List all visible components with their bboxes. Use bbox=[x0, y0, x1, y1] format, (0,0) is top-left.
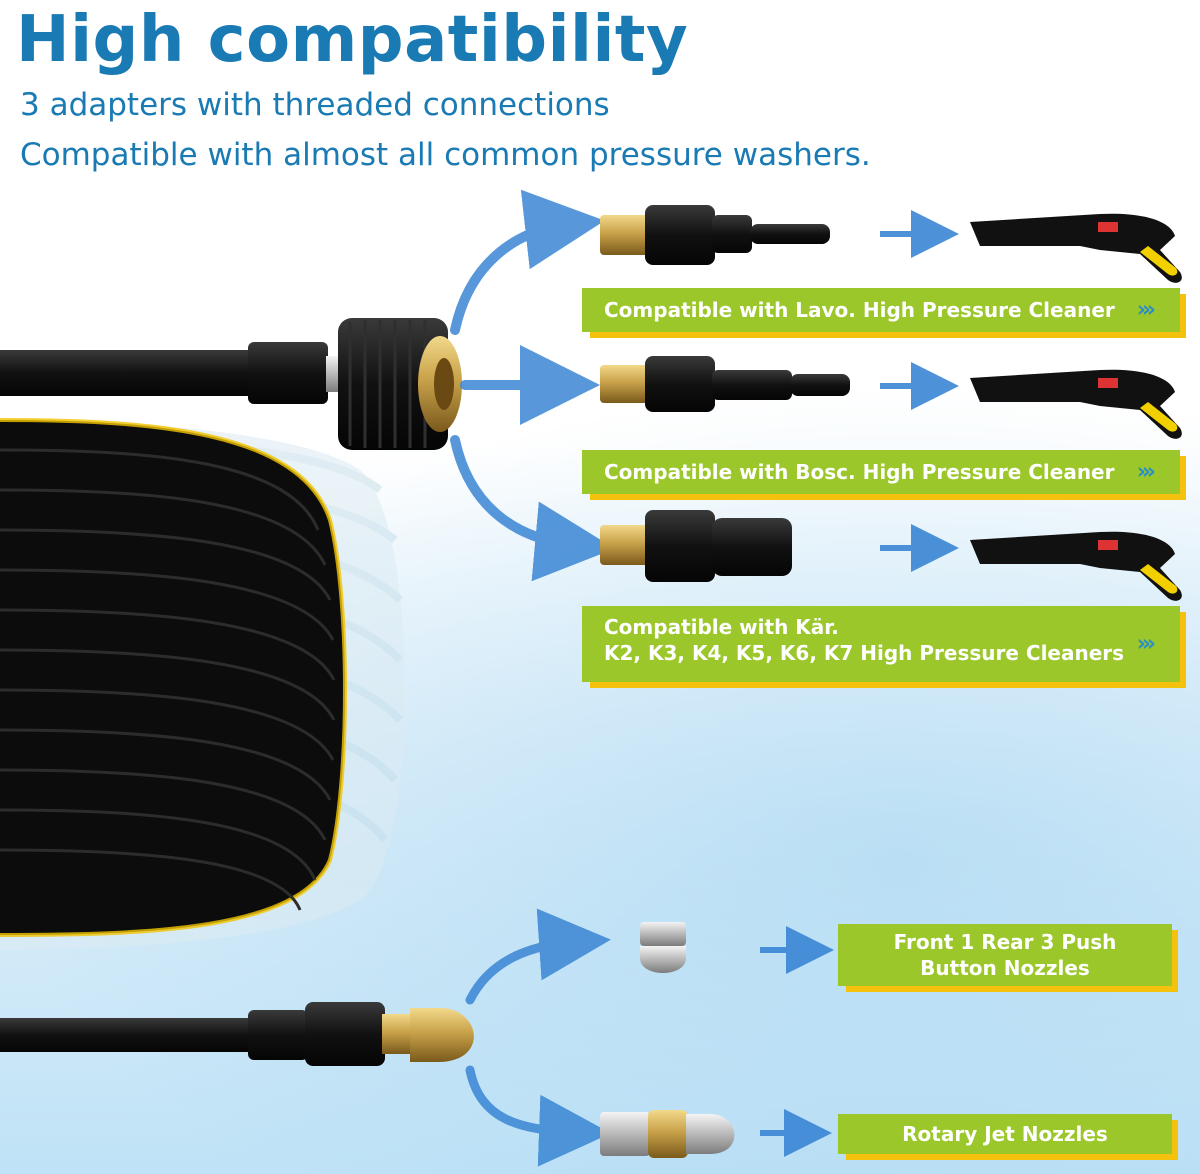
page-title: High compatibility bbox=[16, 3, 689, 77]
banner-bosc-label: Compatible with Bosc. High Pressure Clea… bbox=[604, 460, 1115, 484]
hose-coil bbox=[0, 418, 347, 937]
hose-top-fitting bbox=[0, 318, 462, 450]
banner-face bbox=[582, 606, 1180, 682]
adapter-lavo bbox=[600, 205, 830, 265]
spray-gun-2 bbox=[970, 369, 1182, 439]
adapter-kar bbox=[600, 510, 792, 582]
banner-kar-label-line1: Compatible with Kär. bbox=[604, 615, 839, 639]
banner-kar-label: Compatible with Kär. K2, K3, K4, K5, K6,… bbox=[604, 614, 1124, 666]
banner-lavo: Compatible with Lavo. High Pressure Clea… bbox=[582, 288, 1186, 338]
chevrons-icon: ››› bbox=[1136, 459, 1156, 485]
adapter-arrows bbox=[450, 189, 615, 582]
push-button-nozzle bbox=[640, 922, 686, 973]
banner-face bbox=[582, 450, 1180, 494]
subtitle-adapters: 3 adapters with threaded connections bbox=[20, 87, 610, 123]
banner-push-button-nozzles: Front 1 Rear 3 Push Button Nozzles bbox=[838, 924, 1178, 992]
banner-face bbox=[838, 924, 1172, 986]
banner-push-button-label-line1: Front 1 Rear 3 Push bbox=[893, 930, 1117, 954]
banner-face bbox=[838, 1114, 1172, 1154]
chevrons-icon: ››› bbox=[1136, 297, 1156, 323]
banner-lavo-label: Compatible with Lavo. High Pressure Clea… bbox=[604, 298, 1115, 322]
gun-arrows bbox=[880, 210, 959, 572]
banner-face bbox=[582, 288, 1180, 332]
banner-kar: Compatible with Kär. K2, K3, K4, K5, K6,… bbox=[582, 606, 1186, 688]
chevrons-icon: ››› bbox=[1136, 631, 1156, 657]
banner-rotary-label: Rotary Jet Nozzles bbox=[902, 1122, 1108, 1146]
subtitle-compatibility: Compatible with almost all common pressu… bbox=[20, 137, 871, 173]
banner-push-button-label: Front 1 Rear 3 Push Button Nozzles bbox=[838, 929, 1172, 981]
spray-gun-1 bbox=[970, 213, 1182, 283]
hose-bottom-nozzle bbox=[0, 1002, 474, 1066]
banner-kar-label-line2: K2, K3, K4, K5, K6, K7 High Pressure Cle… bbox=[604, 641, 1125, 665]
banner-rotary-jet-nozzles: Rotary Jet Nozzles bbox=[838, 1114, 1178, 1160]
nozzle-arrows bbox=[465, 908, 611, 1167]
rotary-jet-nozzle bbox=[600, 1110, 735, 1158]
adapter-bosc bbox=[600, 356, 850, 412]
banner-bosc: Compatible with Bosc. High Pressure Clea… bbox=[582, 450, 1186, 500]
label-arrows bbox=[760, 926, 834, 1157]
banner-push-button-label-line2: Button Nozzles bbox=[920, 956, 1090, 980]
spray-gun-3 bbox=[970, 531, 1182, 601]
